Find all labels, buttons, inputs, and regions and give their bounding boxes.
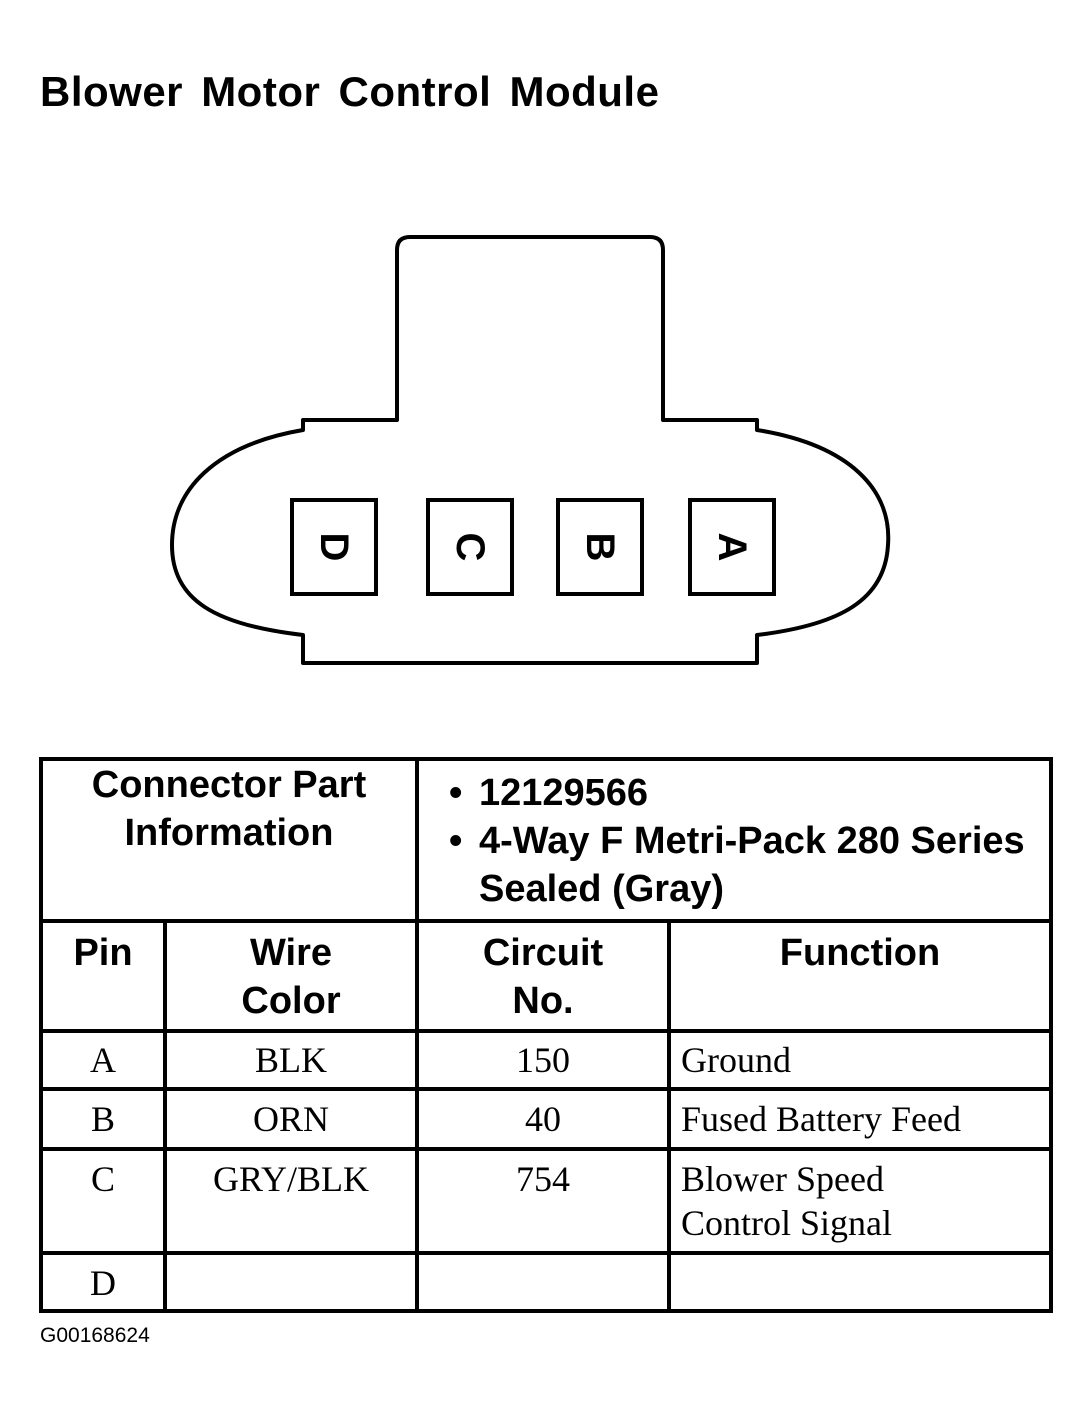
pin-cell: D [39,1251,167,1313]
header-circuit-no: Circuit No. [415,919,671,1033]
pin-cavity-b: B [556,498,644,596]
wire-color-cell: GRY/BLK [163,1147,419,1255]
circuit-cell: 754 [415,1147,671,1255]
connector-description: 4-Way F Metri-Pack 280 Series Sealed (Gr… [449,817,1049,913]
table-row-a: A BLK 150 Ground [39,1029,1054,1091]
connector-info-label: Connector Part Information [39,757,419,923]
pin-label-c: C [448,533,492,562]
wire-color-cell: BLK [163,1029,419,1091]
table-row-b: B ORN 40 Fused Battery Feed [39,1087,1054,1151]
circuit-cell: 40 [415,1087,671,1151]
diagram-title: Blower Motor Control Module [40,68,660,115]
connector-face-diagram: D C B A [170,235,891,665]
table-row-c: C GRY/BLK 754 Blower Speed Control Signa… [39,1147,1054,1255]
function-cell: Blower Speed Control Signal [666,1147,1054,1255]
pin-cell: B [39,1087,167,1151]
header-pin: Pin [39,919,167,1033]
wire-color-cell [163,1251,419,1313]
connector-outline [170,235,891,665]
pin-cell: C [39,1147,167,1255]
circuit-cell [415,1251,671,1313]
connector-info-row: Connector Part Information 12129566 4-Wa… [39,757,1054,923]
column-header-row: Pin Wire Color Circuit No. Function [39,919,1054,1033]
figure-id: G00168624 [40,1324,150,1347]
table-row-d: D [39,1251,1054,1313]
function-cell: Fused Battery Feed [666,1087,1054,1151]
pin-cavity-c: C [426,498,514,596]
header-wire-color: Wire Color [163,919,419,1033]
pin-label-a: A [710,533,754,562]
circuit-cell: 150 [415,1029,671,1091]
pin-cavity-a: A [688,498,776,596]
pin-label-b: B [578,533,622,562]
connector-part-number: 12129566 [449,769,1049,817]
connector-info-list: 12129566 4-Way F Metri-Pack 280 Series S… [419,761,1049,913]
function-cell [666,1251,1054,1313]
pin-cavity-d: D [290,498,378,596]
pinout-table: Connector Part Information 12129566 4-Wa… [39,757,1054,1313]
connector-info-values: 12129566 4-Way F Metri-Pack 280 Series S… [414,757,1054,923]
function-cell: Ground [666,1029,1054,1091]
wire-color-cell: ORN [163,1087,419,1151]
header-function: Function [666,919,1054,1033]
pin-cell: A [39,1029,167,1091]
pin-label-d: D [312,533,356,562]
